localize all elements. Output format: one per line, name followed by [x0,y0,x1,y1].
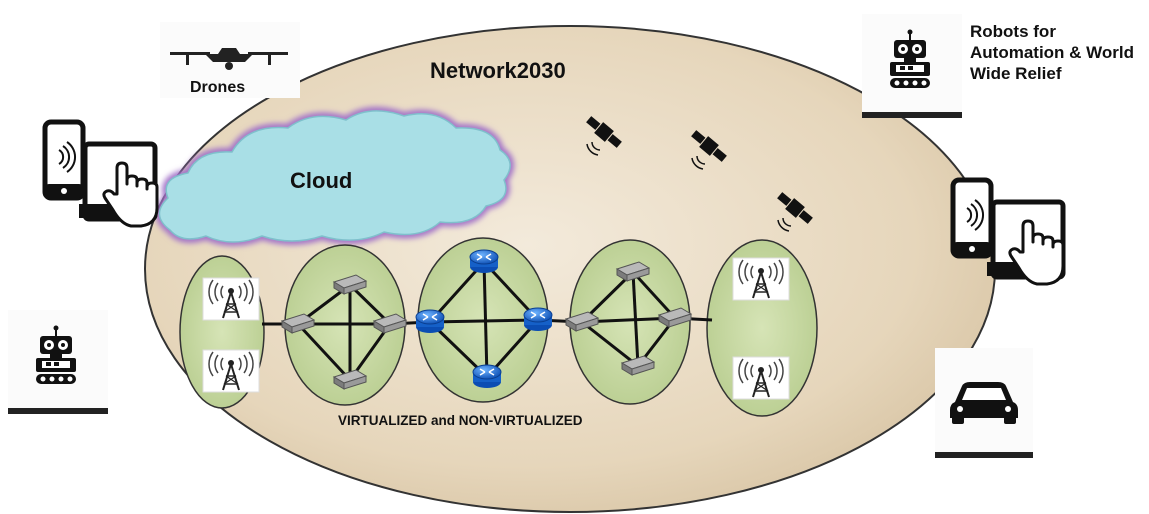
drone-tile [160,22,300,98]
router-icon [523,307,553,332]
cloud-shape [155,106,514,246]
radio-tower-icon [732,356,790,400]
radio-tower-icon [202,277,260,321]
router-icon [469,249,499,274]
robot-tile-left [8,310,108,414]
robots-label-line1: Robots for [970,22,1056,41]
cloud-label: Cloud [290,168,353,193]
robots-label: Robots for Automation & World Wide Relie… [970,21,1149,84]
robots-label-line2: Automation & World [970,43,1134,62]
diagram-title: Network2030 [430,58,566,83]
router-icon [472,364,502,389]
radio-tower-icon [732,257,790,301]
robots-label-line3: Wide Relief [970,64,1062,83]
virtualized-label: VIRTUALIZED and NON-VIRTUALIZED [338,413,583,428]
car-tile [935,348,1033,458]
car-icon [950,382,1018,424]
drone-icon [170,48,288,70]
robot-tile-top [862,14,962,118]
smartphone-touch-icon [45,122,159,228]
router-icon [415,309,445,334]
radio-tower-icon [202,349,260,393]
drones-label: Drones [190,79,246,96]
